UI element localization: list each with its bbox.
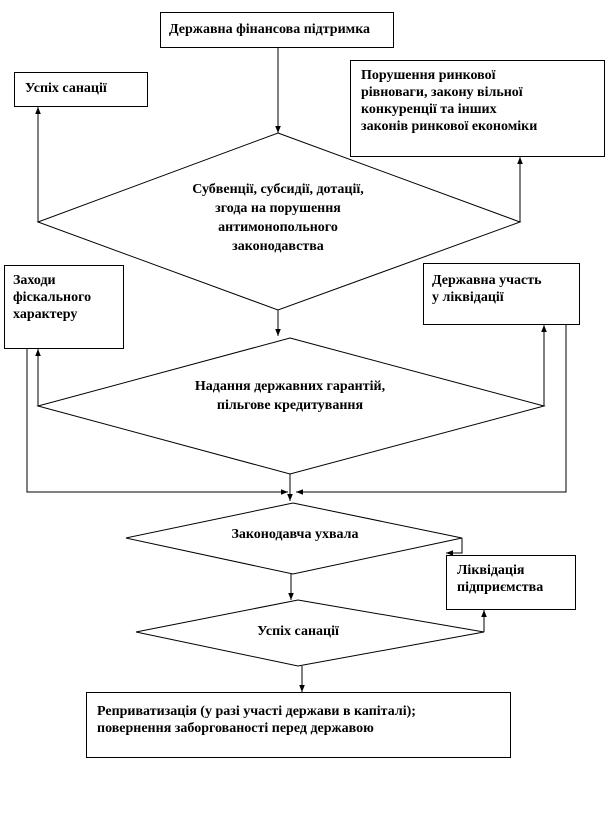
box-market-violation: Порушення ринкової рівноваги, закону віл…: [350, 60, 605, 157]
box-rehab-success-top: Успіх санації: [14, 72, 148, 107]
subventions-line-1: Субвенції, субсидії, дотації,: [192, 182, 364, 197]
subventions-line-3: антимонопольного: [218, 220, 338, 235]
decision-rehab-success-shape: [135, 599, 485, 667]
connector-legislative-to-enterprise-liquidation: [446, 538, 463, 556]
box-enterprise-liquidation: Ліквідація підприємства: [446, 555, 576, 610]
decision-legislative-shape: [125, 502, 463, 575]
decision-guarantees-text: Надання державних гарантій, пільгове кре…: [140, 377, 440, 415]
subventions-line-4: законодавства: [232, 239, 324, 254]
box-state-financial-support-text: Державна фінансова підтримка: [169, 22, 371, 37]
subventions-line-2: згода на порушення: [215, 201, 341, 216]
box-reprivatization: Реприватизація (у разі участі держави в …: [86, 692, 511, 758]
enterprise-liquidation-line-1: Ліквідація: [457, 563, 525, 578]
enterprise-liquidation-line-2: підприємства: [457, 580, 544, 595]
market-violation-line-4: законів ринкової економіки: [361, 119, 538, 134]
legislative-label: Законодавча ухвала: [231, 527, 359, 542]
connector-state-liquidation-to-merge: [296, 325, 567, 495]
market-violation-line-3: конкуренції та інших: [361, 102, 497, 117]
fiscal-measures-line-3: характеру: [13, 307, 78, 322]
reprivatization-line-1: Реприватизація (у разі участі держави в …: [97, 704, 416, 719]
box-state-financial-support: Державна фінансова підтримка: [160, 12, 394, 48]
box-fiscal-measures: Заходи фіскального характеру: [4, 265, 124, 349]
fiscal-measures-line-1: Заходи: [13, 273, 56, 288]
box-state-liquidation: Державна участь у ліквідації: [423, 263, 580, 325]
market-violation-line-2: рівноваги, закону вільної: [361, 85, 523, 100]
decision-rehab-success-text: Успіх санації: [198, 622, 398, 641]
fiscal-measures-line-2: фіскального: [13, 290, 92, 305]
guarantees-line-2: пільгове кредитування: [216, 398, 364, 413]
decision-legislative-text: Законодавча ухвала: [170, 525, 420, 544]
connector-fiscal-to-merge: [26, 349, 288, 495]
box-rehab-success-top-text: Успіх санації: [25, 81, 107, 96]
guarantees-line-1: Надання державних гарантій,: [194, 379, 386, 394]
state-liquidation-line-1: Державна участь: [432, 273, 542, 288]
state-liquidation-line-2: у ліквідації: [432, 290, 504, 305]
market-violation-line-1: Порушення ринкової: [361, 68, 496, 83]
rehab-success-bottom-label: Успіх санації: [257, 624, 339, 639]
reprivatization-line-2: повернення заборгованості перед державою: [97, 721, 374, 736]
decision-subventions-text: Субвенції, субсидії, дотації, згода на п…: [128, 180, 428, 256]
